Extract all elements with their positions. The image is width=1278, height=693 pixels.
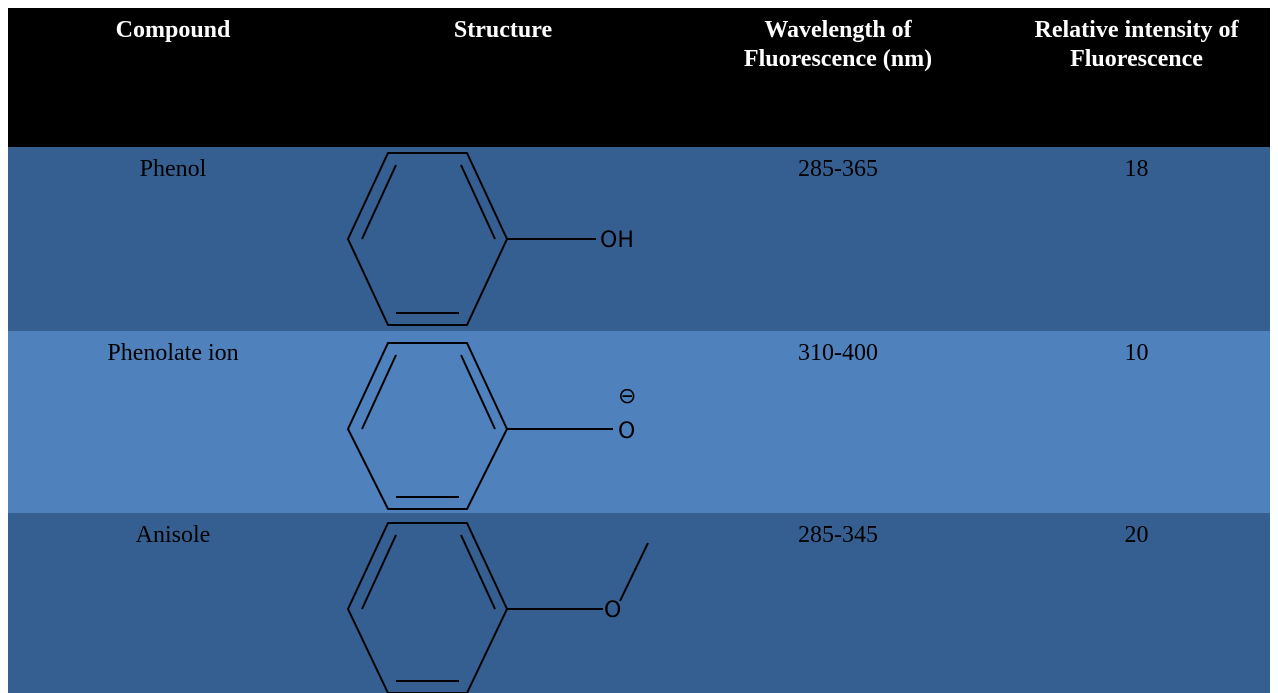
wavelength-value: 285-365 [798,156,878,182]
table-header: Compound Structure Wavelength of Fluores… [8,8,1270,147]
phenol-structure-icon: OH [338,147,673,331]
header-intensity: Relative intensity of Fluorescence [1003,16,1270,74]
intensity-value: 18 [1124,156,1149,182]
header-compound: Compound [115,17,231,43]
header-intensity-line-1: Relative intensity of [1034,17,1239,43]
intensity-value: 10 [1124,340,1149,366]
wavelength-value: 285-345 [798,522,878,548]
header-wavelength: Wavelength of Fluorescence (nm) [673,16,1003,74]
fluorescence-table: Compound Structure Wavelength of Fluores… [8,8,1270,693]
intensity-value: 20 [1124,522,1149,548]
table-row: Phenol OH 285-365 18 [8,147,1270,331]
table-row: Phenolate ion ⊖ O 310-400 10 [8,331,1270,513]
phenolate-charge-label: ⊖ [618,384,636,409]
table-row: Anisole O 285-345 20 [8,513,1270,693]
compound-name: Phenolate ion [107,340,239,366]
wavelength-value: 310-400 [798,340,878,366]
phenol-oh-label: OH [600,228,634,253]
phenolate-structure-icon: ⊖ O [338,331,673,513]
header-wavelength-line-1: Wavelength of [764,17,912,43]
header-wavelength-line-2: Fluorescence (nm) [743,46,933,72]
phenolate-o-label: O [618,419,635,444]
compound-name: Phenol [139,156,207,182]
compound-name: Anisole [135,522,211,548]
header-structure: Structure [453,17,553,43]
anisole-o-label: O [604,598,621,623]
anisole-structure-icon: O [338,513,673,693]
header-intensity-line-2: Fluorescence [1070,46,1203,72]
